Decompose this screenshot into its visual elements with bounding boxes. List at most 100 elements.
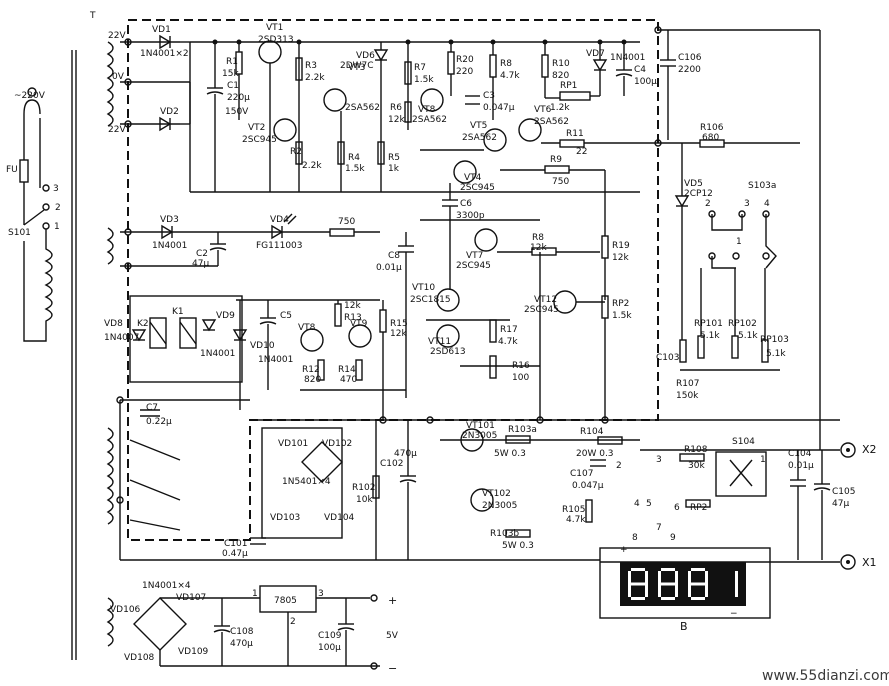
meter-label: B: [680, 620, 688, 633]
display-segment: [661, 582, 675, 586]
meter-switch: S104 R108 30k RP2 2 3 4 5 6 7 8 9 1 C104…: [600, 437, 877, 570]
svg-text:−: −: [730, 609, 738, 619]
r9-value: 750: [552, 177, 569, 187]
r8-value: 4.7k: [500, 71, 520, 81]
r20-label: R20: [456, 55, 474, 65]
r6-resistor: [404, 101, 412, 123]
r13-resistor: [334, 303, 342, 327]
display-segment: [631, 582, 645, 586]
r2-label: R2: [290, 147, 302, 157]
display-segment: [631, 597, 645, 600]
r6-value: 12k: [388, 115, 405, 125]
s104-pin6: 6: [674, 503, 680, 513]
r108-resistor: [679, 453, 705, 462]
regulator-name: 7805: [274, 596, 297, 606]
primary-winding: [23, 229, 53, 342]
secondary-winding-main: [106, 427, 114, 525]
s104-pin2: 2: [616, 461, 622, 471]
r105-value: 4.7k: [566, 515, 586, 525]
display-segment: [658, 571, 661, 584]
x2-label: X2: [862, 443, 877, 456]
r11-label: R11: [566, 129, 584, 139]
c107-label: C107: [570, 469, 593, 479]
vt102-label: VT102: [482, 489, 511, 499]
relay-contacts: C7 0.22μ: [106, 399, 270, 561]
s104-pin1: 1: [760, 455, 766, 465]
vd5-part: 2CP12: [684, 189, 713, 199]
vt11-transistor: [436, 324, 460, 348]
5v-minus-terminal[interactable]: [370, 662, 378, 670]
r104-label: R104: [580, 427, 604, 437]
r5-resistor: [377, 141, 385, 165]
r102-label: R102: [352, 483, 375, 493]
r11-resistor: [559, 139, 585, 148]
s103-contact[interactable]: [762, 252, 770, 260]
s104-label: S104: [732, 437, 755, 447]
vt5-label: VT5: [470, 121, 487, 131]
r5-value: 1k: [388, 164, 400, 174]
r103a-label: R103a: [508, 425, 537, 435]
r4-value: 1.5k: [345, 164, 365, 174]
vt5-part: 2SA562: [462, 133, 497, 143]
c109-value: 100μ: [318, 643, 341, 653]
rp103-label: RP103: [760, 335, 789, 345]
vt3-label: VT3: [348, 63, 365, 73]
regulator-stage: C1 220μ 150V R1 15k VT1 2SD313 VT2 2SC94…: [206, 23, 400, 192]
rp1-pot: [559, 91, 591, 101]
r107-value: 150k: [676, 391, 699, 401]
x1-terminal-icon[interactable]: [840, 554, 856, 570]
relay-block: [129, 295, 243, 383]
s103-wiper[interactable]: [711, 214, 743, 231]
r1-label: R1: [226, 57, 238, 67]
r6-label: R6: [390, 103, 402, 113]
c101-label: C101: [224, 539, 247, 549]
c109-label: C109: [318, 631, 342, 641]
junction-dots: [116, 26, 662, 504]
secondary-winding-top: [106, 41, 114, 127]
vd10-part: 1N4001: [258, 355, 293, 365]
vt8b-label: VT8: [298, 323, 316, 333]
vd4-part: FG111003: [256, 241, 303, 251]
display-segment: [735, 571, 738, 584]
vt10-transistor: [436, 288, 460, 312]
r103a-value: 5W 0.3: [494, 449, 526, 459]
rp102-label: RP102: [728, 319, 757, 329]
relay-section: K2 K1 VD9 1N4001 VD8 1N4007 VD10 1N4001 …: [104, 295, 408, 420]
s104-switch[interactable]: [715, 451, 767, 497]
vd104-label: VD104: [324, 513, 355, 523]
vd6-zener: [373, 49, 389, 62]
vd4-label: VD4: [270, 215, 289, 225]
tap-22v-top: 22V: [108, 31, 126, 41]
vt102-transistor: [470, 488, 494, 512]
s104-pin8: 8: [632, 533, 638, 543]
vd2-label: VD2: [160, 107, 179, 117]
vd10-label: VD10: [250, 341, 275, 351]
r17-resistor: [489, 319, 497, 343]
k2-relay-coil: [149, 317, 167, 349]
5v-plus-terminal[interactable]: [370, 594, 378, 602]
vt3-transistor: [323, 88, 347, 112]
vt9-transistor: [348, 324, 372, 348]
r20-resistor: [447, 51, 455, 75]
vd9-diode: [201, 319, 217, 332]
r17-label: R17: [500, 325, 518, 335]
mains-plug: [23, 99, 33, 136]
r103b-label: R103b: [490, 529, 519, 539]
digital-meter: B + −: [599, 545, 771, 633]
vt11-label: VT11: [428, 337, 451, 347]
r2-value: 2.2k: [302, 161, 322, 171]
vt101-part: 2N3005: [462, 431, 497, 441]
x2-terminal-icon[interactable]: [840, 442, 856, 458]
r11-value: 22: [576, 147, 587, 157]
display-segment: [661, 597, 675, 600]
regulator-pin1: 1: [252, 589, 258, 599]
vd1-part: 1N4001×2: [140, 49, 189, 59]
s103-contact[interactable]: [732, 252, 740, 260]
display-segment: [675, 584, 678, 597]
r13-value: 12k: [344, 301, 361, 311]
r19-value: 12k: [612, 253, 629, 263]
vd7-diode: [592, 59, 608, 72]
c101-value: 0.47μ: [222, 549, 248, 559]
vt7-part: 2SC945: [456, 261, 491, 271]
